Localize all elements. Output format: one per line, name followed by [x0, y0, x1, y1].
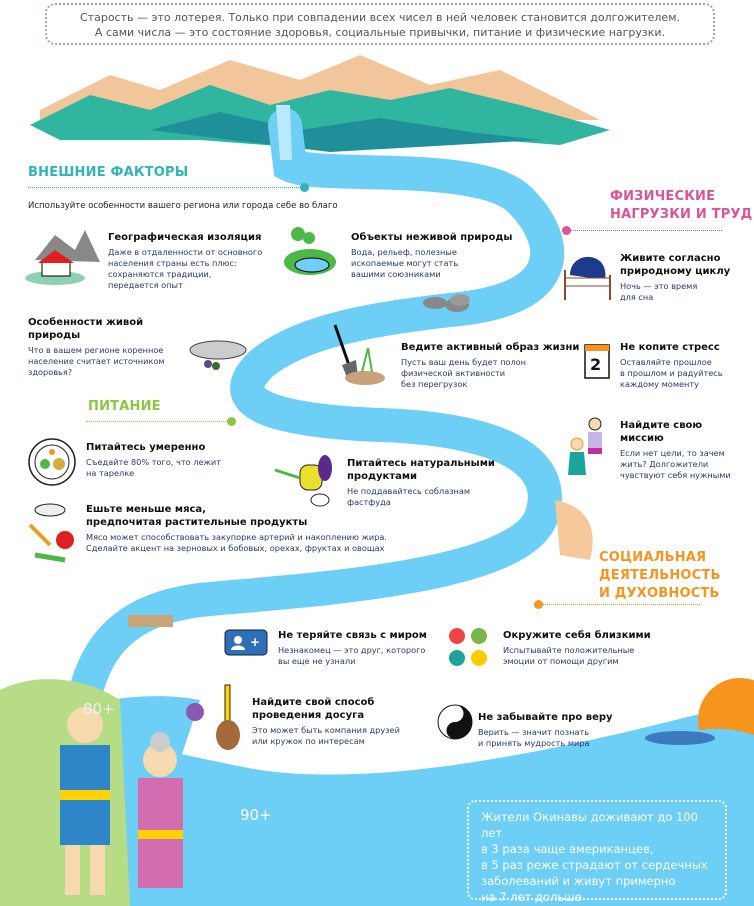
- tip-title: Окружите себя близкими: [503, 630, 651, 641]
- fish-icon: [189, 340, 247, 370]
- tip-natural-products: Питайтесь натуральными продуктами Не под…: [347, 457, 517, 508]
- tip-close-people: Окружите себя близкими Испытывайте полож…: [503, 629, 673, 667]
- tip-mission: Найдите свою миссию Если нет цели, то за…: [620, 419, 750, 481]
- plate-icon: [28, 438, 76, 486]
- mountain-house-icon: [25, 230, 100, 285]
- divider: [28, 187, 303, 188]
- divider-dot: [534, 600, 543, 609]
- tip-title: Не теряйте связь с миром: [278, 630, 427, 641]
- tip-title: Не забывайте про веру: [478, 712, 613, 723]
- section-title-food: ПИТАНИЕ: [88, 399, 161, 414]
- tip-title: Ведите активный образ жизни: [401, 342, 580, 353]
- river: [63, 108, 565, 737]
- divider-dot: [300, 183, 309, 192]
- age-marker-80: 80+: [83, 700, 115, 718]
- section-subtitle: Используйте особенности вашего региона и…: [28, 201, 338, 211]
- divider: [86, 421, 230, 422]
- divider-dot: [227, 417, 236, 426]
- tip-title: Ешьте меньше мяса,: [86, 504, 206, 515]
- night-bed-icon: [564, 256, 611, 300]
- faces-icon: [449, 628, 487, 666]
- whale: [645, 731, 715, 745]
- old-couple: [60, 707, 183, 895]
- age-marker-90: 90+: [240, 806, 272, 824]
- tip-geographic-isolation: Географическая изоляция Даже в отдаленно…: [108, 231, 278, 291]
- svg-text:2: 2: [590, 355, 601, 374]
- tip-natural-cycle: Живите согласно природному циклу Ночь — …: [620, 252, 750, 303]
- tip-title: Географическая изоляция: [108, 232, 262, 243]
- intro-banner: Старость — это лотерея. Только при совпа…: [45, 3, 715, 45]
- sand-bank: [555, 500, 593, 560]
- tip-title: Найдите свой способ: [252, 697, 375, 708]
- intro-line: А сами числа — это состояние здоровья, с…: [94, 26, 666, 39]
- tip-title: Питайтесь натуральными: [347, 458, 495, 469]
- intro-line: Старость — это лотерея. Только при совпа…: [80, 11, 680, 24]
- tip-stay-connected: Не теряйте связь с миром Незнакомец — эт…: [278, 629, 448, 667]
- grain-apple-icon: [28, 503, 74, 563]
- tip-less-meat: Ешьте меньше мяса, предпочитая раститель…: [86, 503, 416, 554]
- tip-eat-moderately: Питайтесь умеренно Съедайте 80% того, чт…: [86, 441, 256, 479]
- tip-title: Живите согласно: [620, 253, 721, 264]
- svg-text:+: +: [250, 635, 260, 649]
- sea: [0, 700, 754, 906]
- tip-title: Найдите свою: [620, 420, 703, 431]
- shovel-icon: [333, 324, 385, 385]
- tip-inanimate-nature: Объекты неживой природы Вода, рельеф, по…: [351, 231, 521, 280]
- section-title-external: ВНЕШНИЕ ФАКТОРЫ: [28, 165, 189, 180]
- waterfall: [276, 105, 292, 160]
- guitar-icon: [186, 684, 240, 750]
- tip-faith: Не забывайте про веру Верить — значит по…: [478, 711, 648, 749]
- yin-yang-icon: [437, 704, 473, 740]
- calendar-icon: 2: [584, 344, 610, 379]
- raft: [128, 615, 173, 627]
- tip-title: Питайтесь умеренно: [86, 442, 206, 453]
- divider: [542, 604, 700, 605]
- okinawa-fact-box: Жители Окинавы доживают до 100 лет в 3 р…: [467, 800, 727, 904]
- tip-title: Особенности живой природы: [28, 317, 144, 341]
- tip-living-nature: Особенности живой природы Что в вашем ре…: [28, 316, 198, 378]
- lake-trees-icon: [284, 227, 336, 275]
- tip-active-life: Ведите активный образ жизни Пусть ваш де…: [401, 341, 581, 390]
- add-friend-icon: +: [224, 629, 268, 656]
- tip-text: Мясо может способствовать закупорке арте…: [86, 532, 387, 553]
- tip-leisure: Найдите свой способ проведения досуга Эт…: [252, 696, 422, 747]
- tip-title: Объекты неживой природы: [351, 232, 513, 243]
- tip-title: Не копите стресс: [620, 342, 720, 353]
- divider: [570, 230, 722, 231]
- vegetables-oil-icon: [274, 455, 332, 507]
- divider-dot: [562, 226, 571, 235]
- children-icon: [568, 417, 602, 475]
